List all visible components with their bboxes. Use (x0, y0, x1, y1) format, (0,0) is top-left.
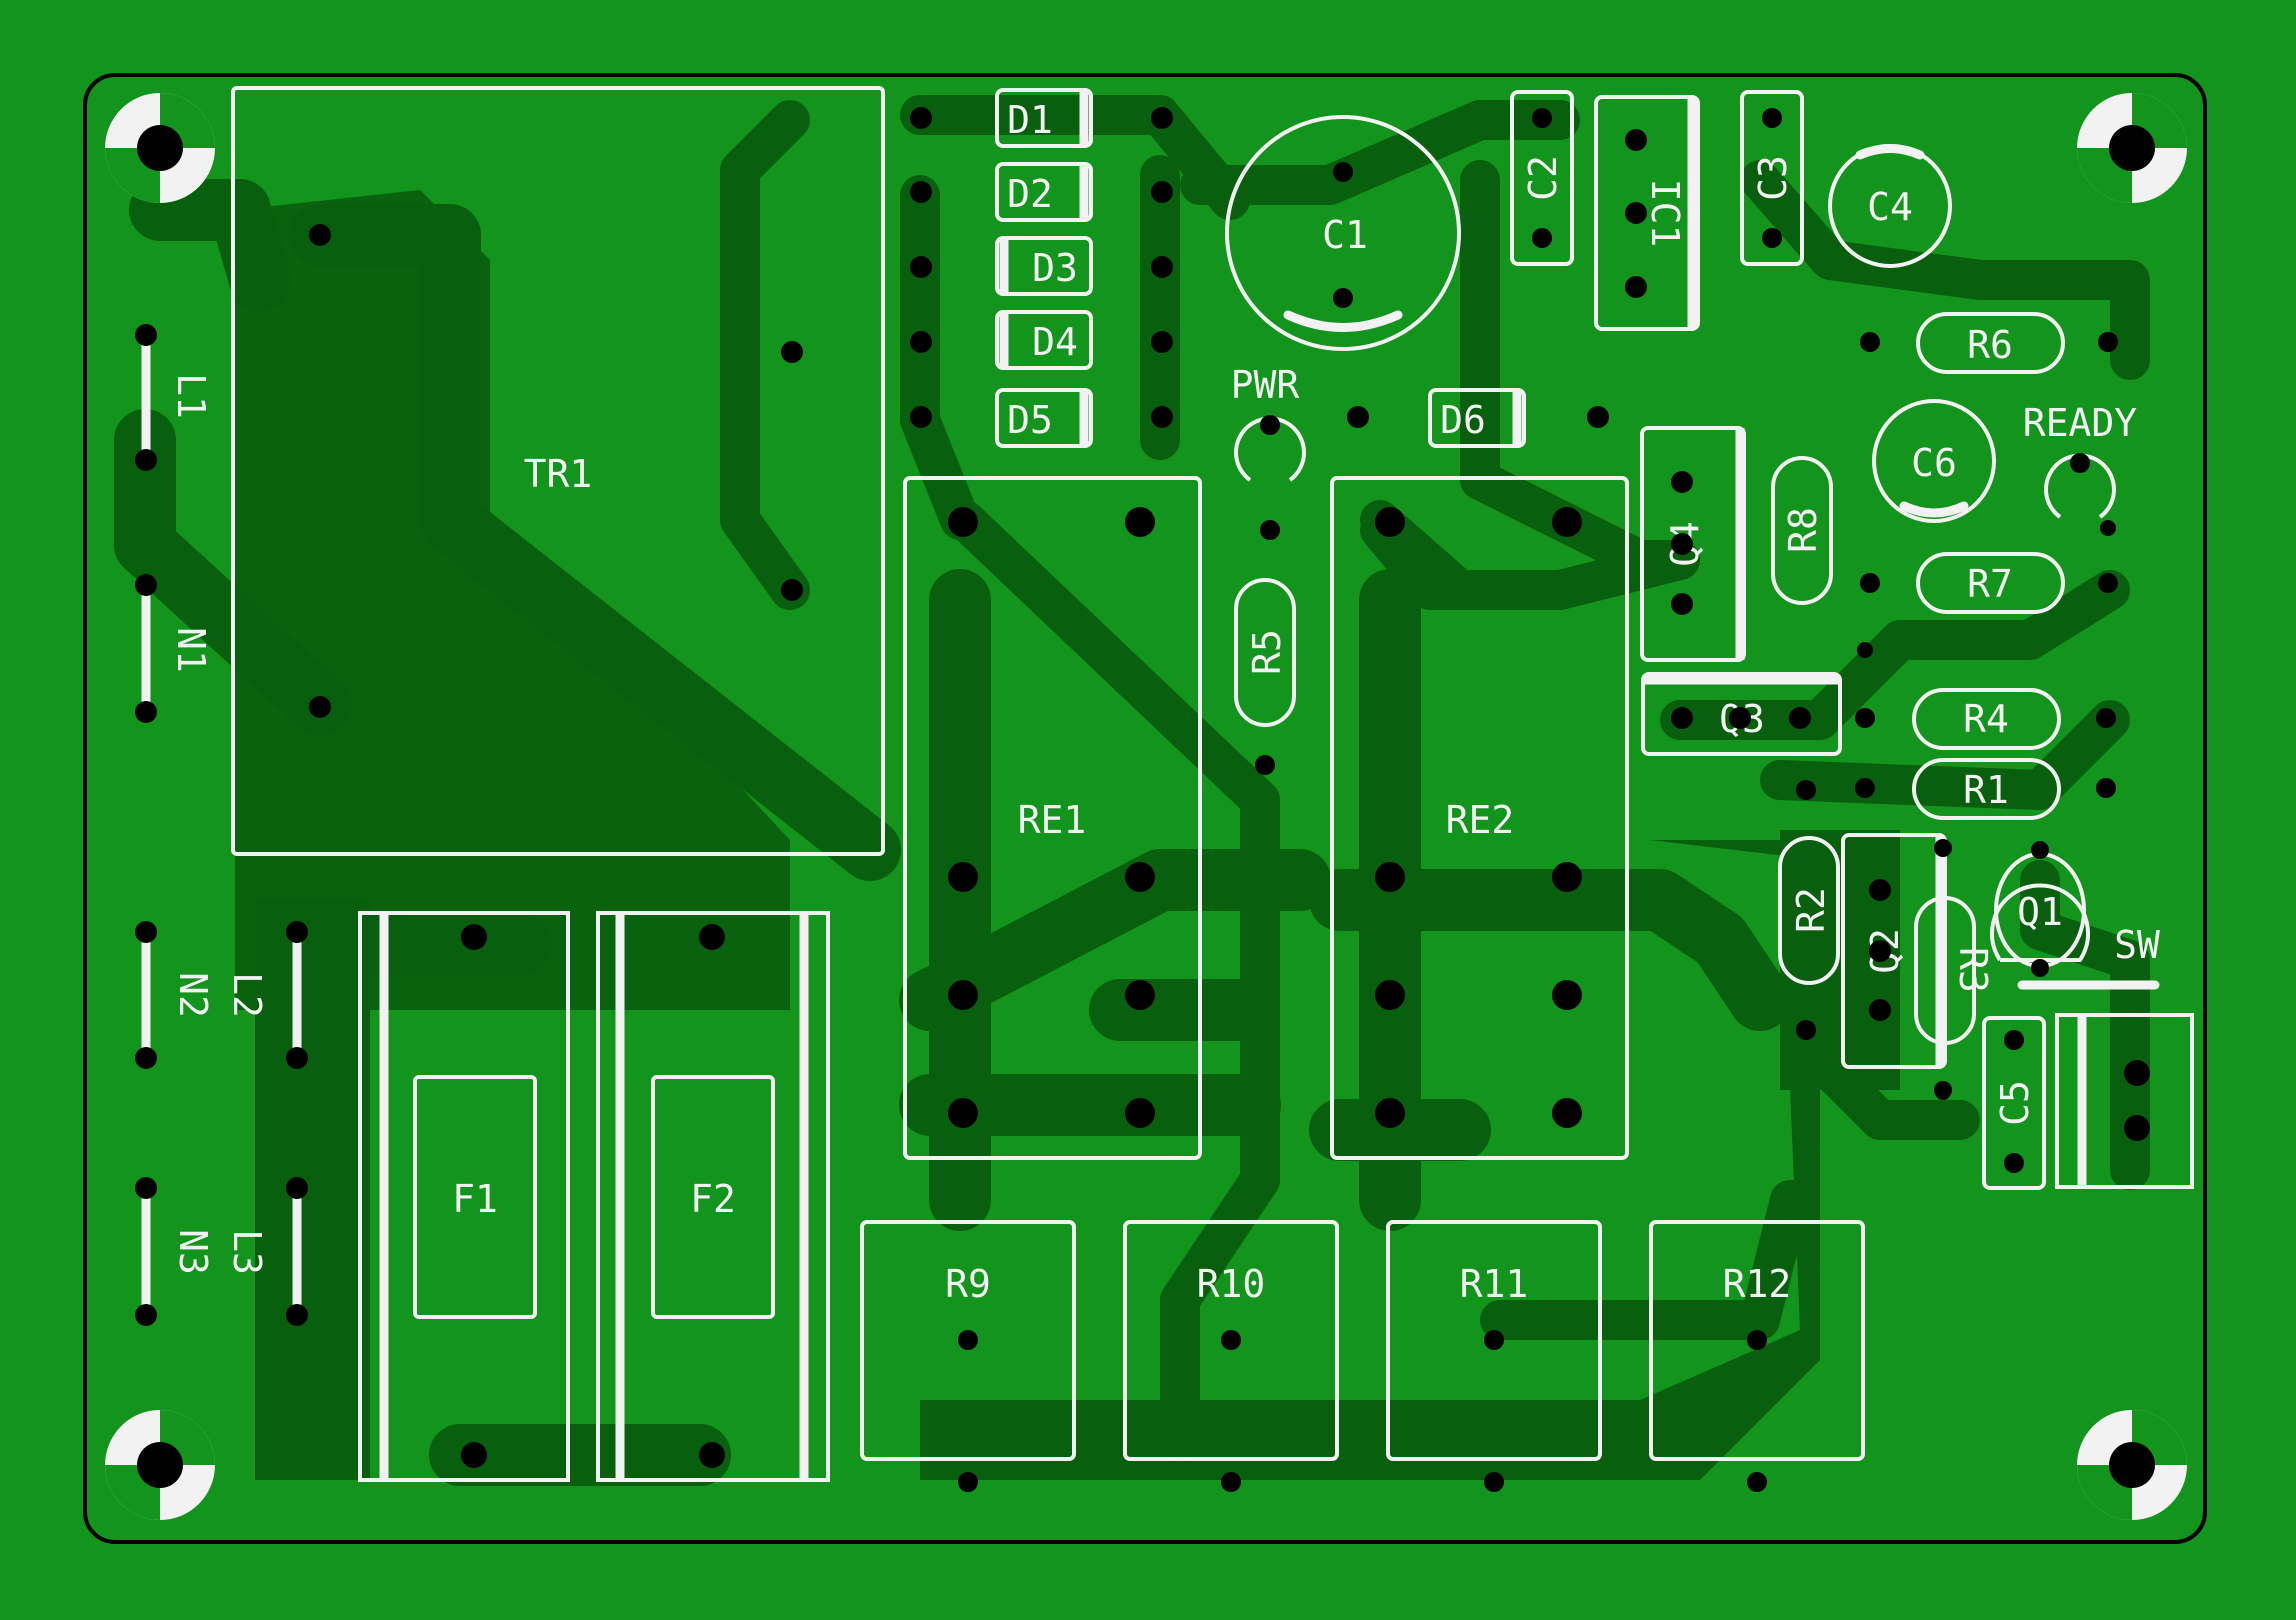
r3-label: R3 (1951, 947, 1995, 993)
f2-label: F2 (690, 1177, 736, 1221)
r11-label: R11 (1460, 1262, 1529, 1306)
mounting-hole-top-left (105, 93, 215, 203)
connector-n1: N1 (135, 574, 213, 723)
resistor-r10: R10 (1123, 1220, 1339, 1492)
board-outline (83, 73, 2207, 1544)
resistor-r12: R12 (1649, 1220, 1865, 1492)
switch-connector (2055, 1013, 2194, 1189)
r6-label: R6 (1967, 323, 2013, 367)
ready-label: READY (2023, 401, 2138, 445)
ic1: IC1 (1594, 95, 1700, 331)
tr1-label: TR1 (524, 452, 593, 496)
r8-label: R8 (1781, 507, 1825, 553)
vias (1590, 409, 2116, 1100)
capacitor-c4: C4 (1828, 144, 1952, 268)
mounting-hole-bottom-left (105, 1410, 215, 1520)
relay-re1: RE1 (903, 476, 1202, 1160)
f1-label: F1 (452, 1177, 498, 1221)
resistor-r4: R4 (1855, 688, 2116, 750)
r7-label: R7 (1967, 562, 2013, 606)
c1-label: C1 (1322, 213, 1368, 257)
mounting-holes (105, 93, 2187, 1520)
switch-sw: SW (2017, 923, 2160, 990)
re1-label: RE1 (1018, 798, 1087, 842)
relay-re2: RE2 (1330, 476, 1629, 1160)
re2-label: RE2 (1446, 798, 1515, 842)
resistor-r7: R7 (1860, 552, 2118, 614)
diode-d4: D4 (910, 310, 1173, 370)
c6-label: C6 (1911, 441, 1957, 485)
diode-d2: D2 (910, 162, 1173, 222)
sw-label: SW (2114, 923, 2160, 967)
d1-label: D1 (1007, 98, 1053, 142)
l3-label: L3 (225, 1229, 269, 1275)
r9-label: R9 (945, 1262, 991, 1306)
c5-label: C5 (1993, 1080, 2037, 1126)
led-pwr: PWR (1231, 363, 1306, 540)
diode-d3: D3 (910, 236, 1173, 296)
capacitor-c6: C6 (1872, 399, 1996, 523)
r4-label: R4 (1963, 697, 2009, 741)
ic1-label: IC1 (1643, 179, 1687, 248)
transformer-tr1: TR1 (231, 86, 885, 856)
resistor-r5: R5 (1234, 578, 1296, 775)
d2-label: D2 (1007, 172, 1053, 216)
n1-label: N1 (169, 627, 213, 673)
resistor-r1: R1 (1855, 758, 2116, 820)
diode-d1: D1 (910, 88, 1173, 148)
capacitor-c3: C3 (1740, 90, 1804, 266)
r12-label: R12 (1723, 1262, 1792, 1306)
capacitor-c1: C1 (1225, 115, 1461, 351)
q1-label: Q1 (2017, 890, 2063, 934)
l2-label: L2 (225, 972, 269, 1018)
d4-label: D4 (1032, 320, 1078, 364)
transistor-q1: Q1 (1990, 841, 2090, 977)
resistor-r2: R2 (1778, 780, 1840, 1040)
resistor-r9: R9 (860, 1220, 1076, 1492)
resistor-r11: R11 (1386, 1220, 1602, 1492)
d6-label: D6 (1440, 398, 1486, 442)
n3-label: N3 (171, 1229, 215, 1275)
fuse-f2: F2 (596, 911, 830, 1482)
r10-label: R10 (1197, 1262, 1266, 1306)
pwr-label: PWR (1231, 363, 1300, 407)
transistor-q4: Q4 (1640, 426, 1746, 662)
diodes: D1 D2 D3 D4 D5 (910, 88, 1609, 448)
capacitor-c5: C5 (1982, 1016, 2046, 1190)
transistor-q3: Q3 (1641, 672, 1842, 756)
mounting-hole-top-right (2077, 93, 2187, 203)
connector-l3: L3 (225, 1177, 308, 1326)
connector-l2: L2 (225, 921, 308, 1069)
r2-label: R2 (1789, 887, 1833, 933)
connector-n3: N3 (135, 1177, 215, 1326)
l1-label: L1 (169, 373, 213, 419)
led-ready: READY (2023, 401, 2138, 519)
connector-l1: L1 (135, 324, 213, 471)
resistor-r6: R6 (1860, 312, 2118, 374)
r1-label: R1 (1963, 768, 2009, 812)
d5-label: D5 (1007, 398, 1053, 442)
diode-d5: D5 (910, 388, 1173, 448)
c4-label: C4 (1867, 185, 1913, 229)
n2-label: N2 (171, 972, 215, 1018)
transistor-q2: Q2 (1841, 833, 1947, 1069)
capacitor-c2: C2 (1510, 90, 1574, 266)
d3-label: D3 (1032, 246, 1078, 290)
r5-label: R5 (1245, 629, 1289, 675)
c3-label: C3 (1751, 155, 1795, 201)
copper-traces (114, 95, 2150, 1486)
c2-label: C2 (1521, 155, 1565, 201)
fuse-f1: F1 (358, 911, 570, 1482)
resistor-r8: R8 (1771, 456, 1833, 605)
connector-n2: N2 (135, 921, 215, 1069)
mounting-hole-bottom-right (2077, 1410, 2187, 1520)
